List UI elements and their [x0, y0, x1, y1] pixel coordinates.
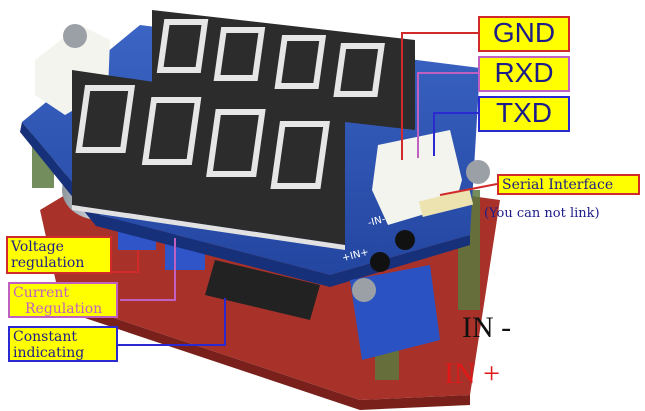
current-line-2: Regulation	[25, 301, 103, 317]
led-digits	[75, 19, 385, 189]
voltage-line-2: regulation	[11, 255, 85, 271]
constant-indicating-label: Constant indicating	[8, 326, 118, 362]
in-minus-label: IN -	[462, 311, 512, 344]
voltage-regulation-label: Voltage regulation	[6, 236, 112, 274]
txd-wire	[433, 112, 478, 156]
display-front	[72, 70, 345, 245]
voltage-wire	[112, 250, 139, 273]
ic-chip	[205, 260, 320, 320]
constant-line-1: Constant	[13, 329, 77, 345]
serial-header	[418, 188, 474, 218]
rxd-wire	[417, 72, 478, 158]
current-regulation-label: Current Regulation	[8, 282, 118, 318]
current-line-1: Current	[13, 285, 70, 301]
voltage-line-1: Voltage	[11, 239, 64, 255]
txd-label: TXD	[478, 96, 570, 132]
serial-wire	[439, 183, 498, 196]
constant-wire	[118, 298, 226, 346]
gnd-label: GND	[478, 16, 570, 52]
constant-line-2: indicating	[13, 345, 85, 361]
gnd-wire	[401, 32, 478, 160]
rxd-label: RXD	[478, 56, 570, 92]
in-plus-label: IN +	[444, 357, 501, 390]
current-wire	[120, 238, 176, 301]
serial-interface-label: Serial Interface	[497, 174, 640, 195]
no-link-note: (You can not link)	[484, 206, 600, 221]
